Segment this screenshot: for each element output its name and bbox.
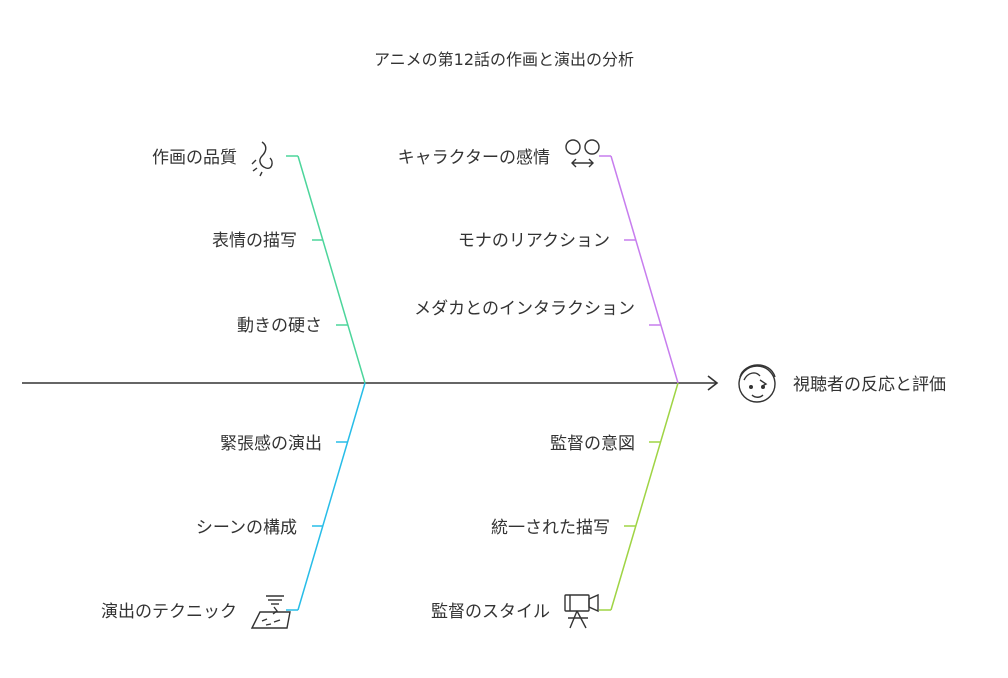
cause-label-medaka-interaction: メダカとのインタラクション [414,299,635,319]
category-label-character: キャラクターの感情 [398,148,550,168]
diagram-title: アニメの第12話の作画と演出の分析 [374,50,634,69]
category-label-director: 監督のスタイル [431,602,550,622]
face-icon [738,364,776,403]
bone-enshutsu: 演出のテクニック 緊張感の演出 シーンの構成 [101,382,366,629]
cause-label-director-intent: 監督の意図 [550,434,635,454]
cause-label-scene-composition: シーンの構成 [196,518,297,538]
effect-head: 視聴者の反応と評価 [738,364,946,403]
spotlight-stage-icon [250,595,291,629]
category-label-enshutsu: 演出のテクニック [101,602,237,622]
two-faces-exchange-icon [565,139,600,168]
bone-character: キャラクターの感情 モナのリアクション メダカとのインタラクション [398,139,679,384]
brush-stroke-icon [251,141,273,177]
bone-director: 監督のスタイル 監督の意図 統一された描写 [431,382,679,629]
spine [22,375,719,391]
cause-label-consistent-depiction: 統一された描写 [491,518,610,538]
category-label-sakuga: 作画の品質 [152,148,237,168]
movie-camera-icon [564,593,599,629]
cause-label-mona-reaction: モナのリアクション [458,231,610,251]
cause-label-tension: 緊張感の演出 [220,434,322,454]
bone-sakuga: 作画の品質 表情の描写 動きの硬さ [152,141,366,384]
spine-arrowhead [707,375,719,391]
cause-label-expression: 表情の描写 [212,231,297,251]
effect-label: 視聴者の反応と評価 [793,375,946,395]
cause-label-stiff-motion: 動きの硬さ [237,316,322,336]
